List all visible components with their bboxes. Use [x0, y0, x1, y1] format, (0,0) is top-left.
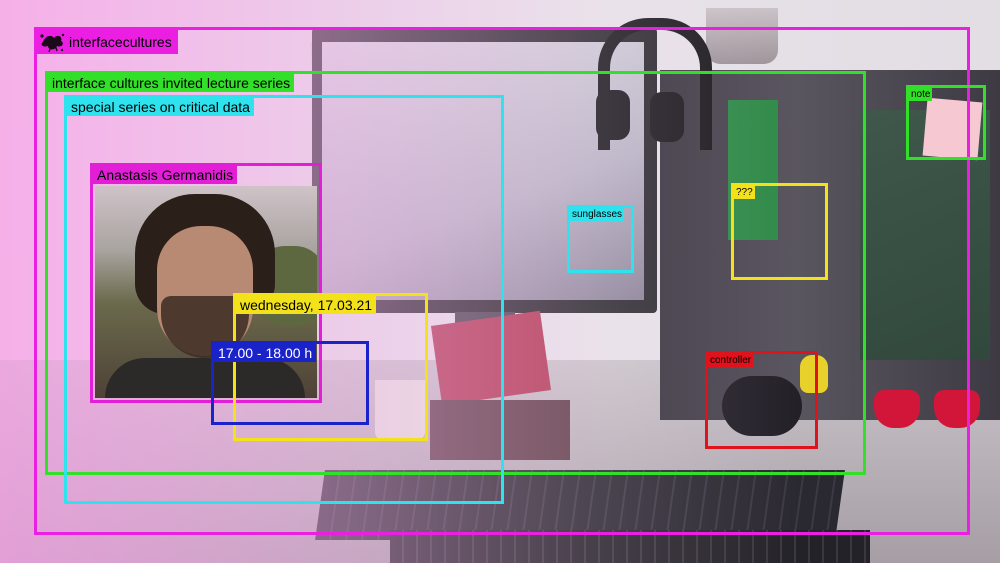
frame-date: wednesday, 17.03.21 — [233, 293, 428, 441]
speaker-portrait — [95, 186, 317, 398]
date-label: wednesday, 17.03.21 — [236, 296, 377, 314]
brand-label: interfacecultures — [37, 30, 178, 54]
note-label: note — [909, 88, 933, 101]
frame-controller: controller — [705, 351, 818, 449]
special-series-label: special series on critical data — [67, 98, 254, 116]
speaker-name: Anastasis Germanidis — [93, 166, 238, 184]
controller-label: controller — [708, 354, 754, 367]
splat-logo-icon — [39, 32, 65, 53]
brand-name: interfacecultures — [69, 34, 172, 50]
frame-note: note — [906, 85, 986, 160]
frame-speaker: Anastasis Germanidis — [90, 163, 322, 403]
frame-time: 17.00 - 18.00 h — [211, 341, 369, 425]
time-label: 17.00 - 18.00 h — [214, 344, 317, 362]
series-label: interface cultures invited lecture serie… — [48, 74, 295, 92]
frame-interfacecultures: interfacecultures — [34, 27, 970, 535]
frame-unknown: ??? — [731, 183, 828, 280]
frame-sunglasses: sunglasses — [567, 205, 634, 273]
frame-lecture-series: interface cultures invited lecture serie… — [45, 71, 866, 475]
sunglasses-label: sunglasses — [570, 208, 625, 221]
frame-special-series: special series on critical data — [64, 95, 504, 504]
unknown-label: ??? — [734, 186, 755, 199]
